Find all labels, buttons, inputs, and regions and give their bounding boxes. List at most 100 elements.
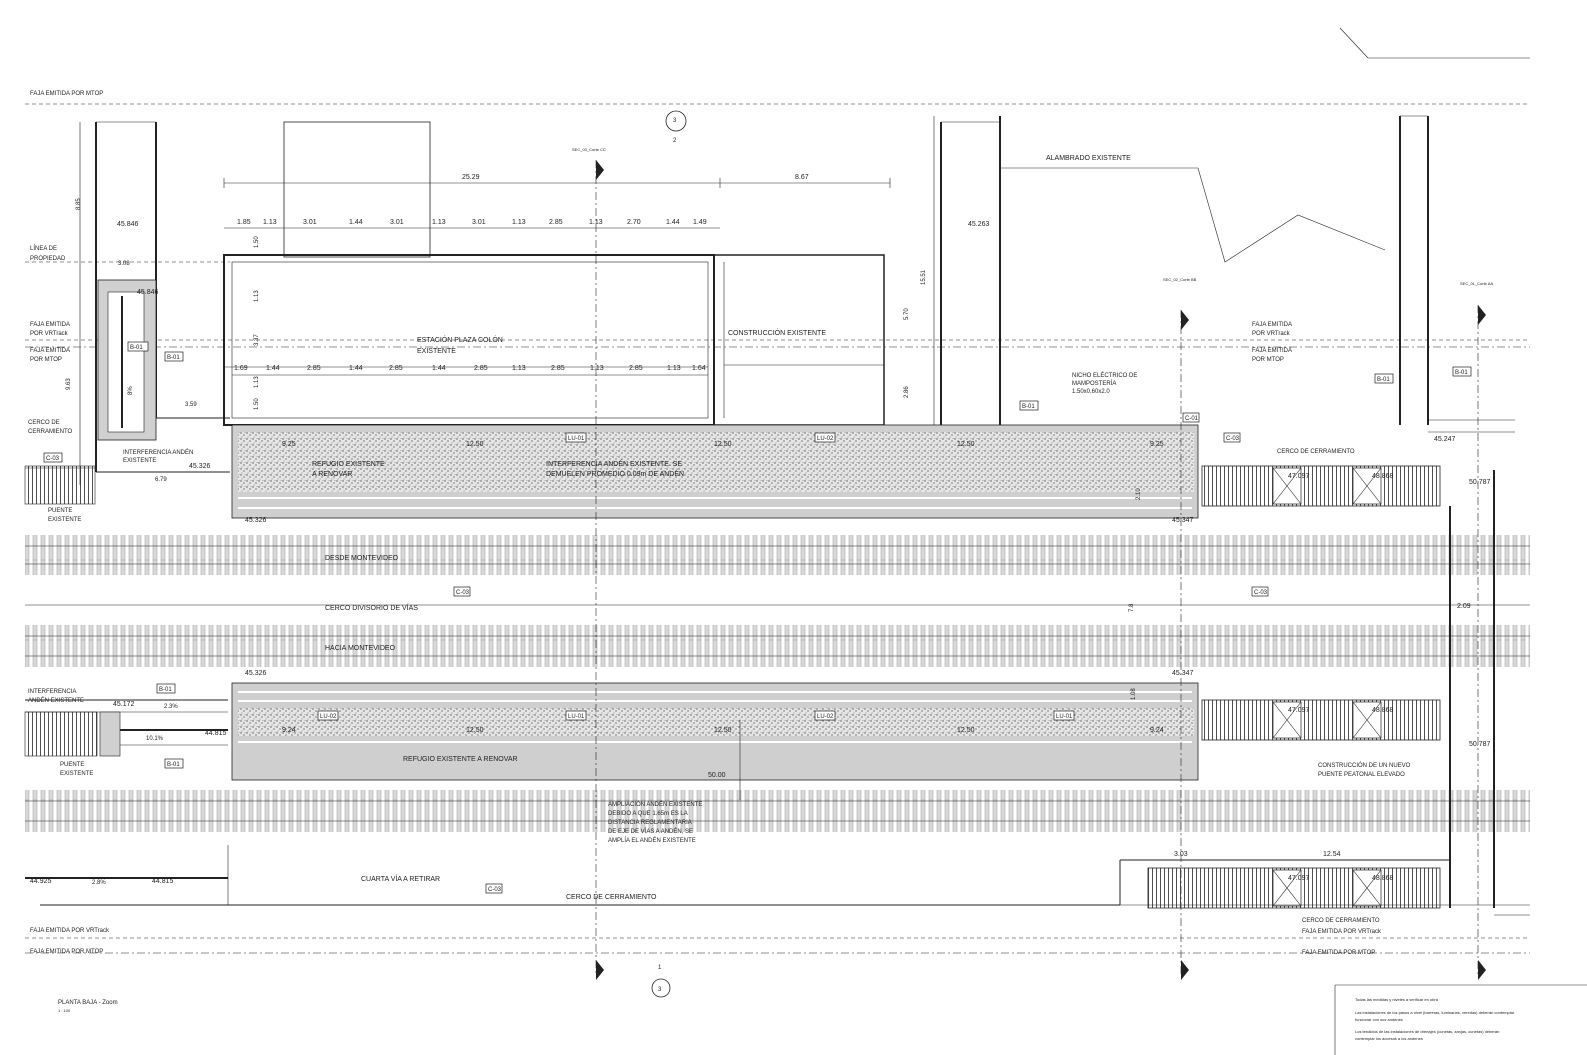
dim-mid-5: 2.85 bbox=[389, 365, 403, 372]
dim-mid-6: 1.44 bbox=[432, 365, 446, 372]
dim-top-13: 1.49 bbox=[693, 219, 707, 226]
dim-113b: 1.13 bbox=[254, 376, 260, 388]
svg-text:3: 3 bbox=[673, 118, 677, 124]
linea-propiedad-label-1: LÍNEA DE bbox=[30, 245, 57, 252]
svg-text:LU-01: LU-01 bbox=[1056, 714, 1073, 720]
tag-lu02-north: LU-02 bbox=[814, 432, 836, 443]
por-vrtrack-right: POR VRTrack bbox=[1252, 331, 1291, 337]
level-20: 47.097 bbox=[1288, 875, 1310, 882]
faja-emitida-left-2: FAJA EMITIDA bbox=[30, 348, 70, 354]
cerco-cerramiento-bottom: CERCO DE CERRAMIENTO bbox=[566, 894, 657, 901]
note-3b: contemplar los accesos a los andenes bbox=[1355, 1036, 1423, 1041]
level-18: 44.925 bbox=[30, 878, 52, 885]
dim-78: 7.8 bbox=[1129, 603, 1135, 612]
level-5: 45.326 bbox=[245, 517, 267, 524]
faja-emitida-left-1: FAJA EMITIDA bbox=[30, 322, 70, 328]
svg-text:B-01: B-01 bbox=[1377, 377, 1390, 383]
platform-north bbox=[231, 424, 1199, 519]
dim-150b: 1.50 bbox=[254, 398, 260, 410]
ampliacion-label-4: DE EJE DE VÍAS A ANDÉN, SE bbox=[608, 828, 693, 835]
dim-top-5: 3.01 bbox=[390, 219, 404, 226]
dim-1254: 12.54 bbox=[1323, 851, 1341, 858]
tag-c01-mid: C-01 bbox=[1182, 412, 1200, 423]
svg-text:C-03: C-03 bbox=[1226, 436, 1240, 442]
cerco-left-2: CERRAMIENTO bbox=[28, 429, 73, 435]
puente-label-1: PUENTE bbox=[48, 508, 72, 514]
dim-1250-e: 12.50 bbox=[714, 727, 732, 734]
footbridges bbox=[1119, 465, 1530, 916]
dim-mid-4: 1.44 bbox=[349, 365, 363, 372]
note-2b: funcionar con sus andenes bbox=[1355, 1017, 1403, 1022]
tag-b01-right-1: B-01 bbox=[1374, 373, 1394, 384]
level-1: 45.846 bbox=[117, 221, 139, 228]
level-3: 45.263 bbox=[968, 221, 990, 228]
level-16: 48.868 bbox=[1372, 707, 1394, 714]
faja-mtop-label-bottom: FAJA EMITIDA POR MTOP bbox=[30, 949, 103, 955]
sec-bb-label: SEC_02_Corte BB bbox=[1163, 277, 1197, 282]
level-9: 48.868 bbox=[1372, 473, 1394, 480]
por-vrtrack-left: POR VRTrack bbox=[30, 331, 69, 337]
linea-propiedad-label-2: PROPIEDAD bbox=[30, 256, 66, 262]
dim-925-a: 9.25 bbox=[282, 441, 296, 448]
refugio-label-1: REFUGIO EXISTENTE bbox=[312, 461, 385, 468]
cerco-left-1: CERCO DE bbox=[28, 420, 60, 426]
puente-label-2: EXISTENTE bbox=[48, 517, 81, 523]
dim-1250-f: 12.50 bbox=[957, 727, 975, 734]
por-mtop-right: POR MTOP bbox=[1252, 357, 1284, 363]
svg-text:C-03: C-03 bbox=[488, 887, 502, 893]
dim-108: 1.08 bbox=[1131, 688, 1137, 700]
puente-b-label-2: EXISTENTE bbox=[60, 771, 93, 777]
notes-box: Todas las medidas y niveles a verificar … bbox=[1334, 984, 1587, 1055]
dim-337: 3.37 bbox=[254, 334, 260, 346]
svg-text:LU-02: LU-02 bbox=[817, 436, 834, 442]
note-1: Todas las medidas y niveles a verificar … bbox=[1355, 997, 1439, 1002]
dim-885: 8.85 bbox=[76, 198, 82, 210]
level-8: 47.097 bbox=[1288, 473, 1310, 480]
interf-anden-label-2: DEMUELEN PROMEDIO 0.09m DE ANDÉN bbox=[546, 469, 684, 478]
dim-5000: 50.00 bbox=[708, 772, 726, 779]
level-2: 45.846 bbox=[137, 289, 159, 296]
dim-mid-12: 1.13 bbox=[667, 365, 681, 372]
plan-title: PLANTA BAJA - Zoom 1 : 100 bbox=[58, 1000, 118, 1013]
slope-28: 2.8% bbox=[92, 880, 106, 886]
level-6: 45.347 bbox=[1172, 517, 1194, 524]
dim-top-7: 3.01 bbox=[472, 219, 486, 226]
tag-c03-tracks-2: C-03 bbox=[1251, 586, 1269, 597]
refugio-renovar-label: REFUGIO EXISTENTE A RENOVAR bbox=[403, 756, 518, 763]
dim-209: 2.09 bbox=[1457, 603, 1471, 610]
level-13: 45.172 bbox=[113, 701, 135, 708]
interferencia-b-label-2: ANDÉN EXISTENTE bbox=[28, 697, 84, 704]
tag-b01-mid: B-01 bbox=[1019, 400, 1039, 411]
dim-top-4: 1.44 bbox=[349, 219, 363, 226]
svg-text:LU-01: LU-01 bbox=[568, 436, 585, 442]
interferencia-label-1: INTERFERENCIA ANDÉN bbox=[123, 449, 193, 456]
dim-113a: 1.13 bbox=[254, 290, 260, 302]
dim-359: 3.59 bbox=[185, 402, 197, 408]
left-bottom-structure bbox=[24, 699, 1120, 906]
dim-963: 9.63 bbox=[66, 378, 72, 390]
por-mtop-left: POR MTOP bbox=[30, 357, 62, 363]
section-marker-top: 3 2 bbox=[665, 110, 687, 144]
tag-lu01-south-2: LU-01 bbox=[1053, 710, 1075, 721]
dim-row-mid: 1.69 1.44 2.85 1.44 2.85 1.44 2.85 1.13 … bbox=[234, 365, 706, 372]
alambrado-label: ALAMBRADO EXISTENTE bbox=[1046, 155, 1131, 162]
dim-925b: 9.25 bbox=[1150, 441, 1164, 448]
svg-text:C-03: C-03 bbox=[1254, 590, 1268, 596]
level-15: 47.097 bbox=[1288, 707, 1310, 714]
dim-mid-8: 1.13 bbox=[512, 365, 526, 372]
dim-1250-d: 12.50 bbox=[466, 727, 484, 734]
dim-210: 2.10 bbox=[1136, 488, 1142, 500]
dim-mid-13: 1.64 bbox=[692, 365, 706, 372]
tag-c03-tracks-1: C-03 bbox=[453, 586, 471, 597]
dim-top-6: 1.13 bbox=[432, 219, 446, 226]
dim-mid-10: 1.13 bbox=[590, 365, 604, 372]
construccion-existente-label: CONSTRUCCIÓN EXISTENTE bbox=[728, 328, 826, 337]
level-14: 44.815 bbox=[205, 730, 227, 737]
dim-mid-7: 2.85 bbox=[474, 365, 488, 372]
svg-text:LU-01: LU-01 bbox=[568, 714, 585, 720]
faja-mtop-label-top: FAJA EMITIDA POR MTOP bbox=[30, 91, 103, 97]
dim-679: 6.79 bbox=[155, 477, 167, 483]
dim-924-a: 9.24 bbox=[282, 727, 296, 734]
dim-150a: 1.50 bbox=[254, 236, 260, 248]
sec-cc-label: SEC_03_Corte CC bbox=[572, 147, 606, 152]
